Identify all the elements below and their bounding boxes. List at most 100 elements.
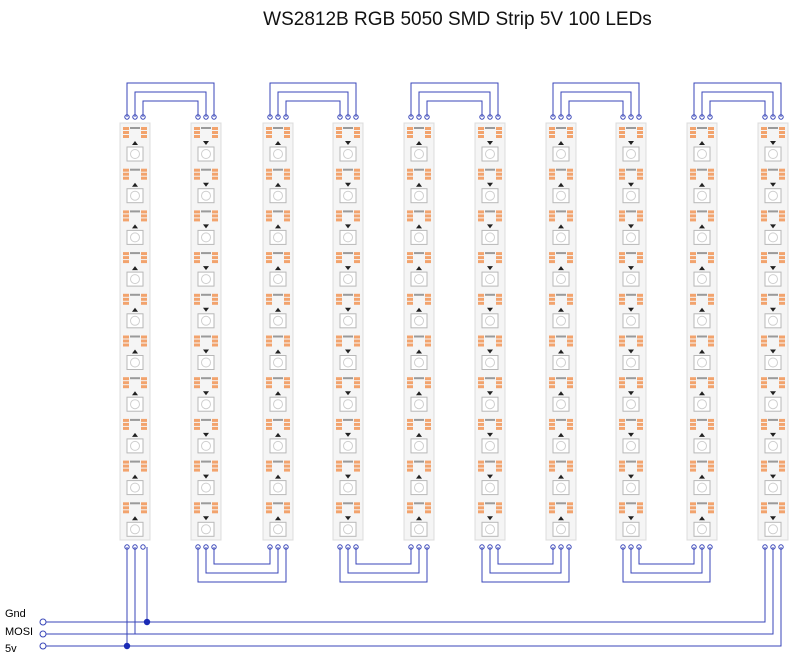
solder-pad [141, 293, 147, 297]
solder-pad [123, 293, 129, 297]
solder-pad [407, 172, 413, 176]
pad-label-mark [343, 127, 353, 129]
solder-pad [708, 385, 714, 389]
solder-pad [478, 260, 484, 264]
solder-pad [407, 510, 413, 514]
solder-pad [407, 426, 413, 430]
led-lens-icon [626, 399, 636, 410]
bottom-jumper-wire [489, 547, 562, 574]
solder-pad [779, 260, 785, 264]
led-lens-icon [697, 440, 707, 451]
solder-pad [407, 506, 413, 510]
solder-pad [761, 426, 767, 430]
led-package [622, 271, 640, 287]
solder-pad [690, 502, 696, 506]
solder-pad [141, 343, 147, 347]
direction-arrow-icon [132, 474, 138, 479]
solder-pad [266, 297, 272, 301]
solder-pad [478, 381, 484, 385]
solder-pad [425, 422, 431, 426]
solder-pad [779, 293, 785, 297]
solder-pad [549, 377, 555, 381]
led-lens-icon [130, 190, 140, 201]
top-jumper-wire [269, 82, 357, 117]
solder-pad [336, 377, 342, 381]
solder-pad [354, 127, 360, 130]
solder-pad [619, 418, 625, 422]
solder-pad [266, 343, 272, 347]
pad-label-mark [626, 210, 636, 213]
solder-pad [336, 131, 342, 134]
solder-pad [123, 214, 129, 218]
led-lens-icon [130, 232, 140, 243]
solder-pad [690, 460, 696, 464]
led-package [269, 146, 287, 162]
solder-pad [496, 127, 502, 130]
led-lens-icon [201, 274, 211, 285]
direction-arrow-icon [487, 224, 493, 229]
pad-label-mark [273, 418, 283, 421]
solder-pad [212, 343, 218, 347]
led-lens-icon [343, 274, 353, 285]
led-package [269, 313, 287, 329]
solder-pad [619, 293, 625, 297]
solder-pad [496, 168, 502, 172]
solder-pad [284, 252, 290, 256]
solder-pad [779, 256, 785, 260]
pad-label-mark [556, 127, 566, 129]
direction-arrow-icon [345, 224, 351, 229]
led-package [481, 480, 499, 496]
pad-label-mark [343, 502, 353, 505]
led-package [693, 271, 711, 287]
led-lens-icon [273, 274, 283, 285]
pad-label-mark [556, 418, 566, 421]
pad-label-mark [130, 502, 140, 505]
solder-pad [567, 135, 573, 138]
led-package [764, 521, 782, 537]
direction-arrow-icon [628, 141, 634, 145]
solder-pad [123, 506, 129, 510]
led-lens-icon [556, 274, 566, 285]
solder-pad [549, 214, 555, 218]
direction-arrow-icon [416, 141, 422, 145]
solder-pad [761, 339, 767, 343]
led-package [410, 396, 428, 412]
solder-pad [284, 210, 290, 214]
solder-pad [425, 418, 431, 422]
solder-pad [141, 260, 147, 264]
solder-pad [123, 127, 129, 130]
solder-pad [123, 335, 129, 339]
solder-pad [549, 256, 555, 260]
solder-pad [266, 502, 272, 506]
pad-label-mark [201, 127, 211, 129]
solder-pad [690, 297, 696, 301]
led-lens-icon [485, 440, 495, 451]
led-package [339, 521, 357, 537]
solder-pad [407, 502, 413, 506]
solder-pad [266, 131, 272, 134]
mosi-wire [46, 547, 136, 635]
solder-pad [761, 252, 767, 256]
led-package [126, 271, 144, 287]
solder-pad [284, 377, 290, 381]
solder-pad [336, 339, 342, 343]
solder-pad [549, 210, 555, 214]
pad-label-mark [201, 252, 211, 255]
solder-pad [123, 460, 129, 464]
solder-pad [425, 339, 431, 343]
bottom-jumper-wire [481, 547, 570, 583]
solder-pad [708, 260, 714, 264]
solder-pad [212, 293, 218, 297]
solder-pad [425, 343, 431, 347]
led-package [197, 396, 215, 412]
solder-pad [478, 293, 484, 297]
solder-pad [425, 293, 431, 297]
led-package [269, 480, 287, 496]
top-jumper-wire [285, 100, 341, 117]
led-package [410, 521, 428, 537]
solder-pad [266, 293, 272, 297]
solder-pad [708, 502, 714, 506]
solder-pad [194, 297, 200, 301]
top-jumper-wire [560, 91, 632, 117]
